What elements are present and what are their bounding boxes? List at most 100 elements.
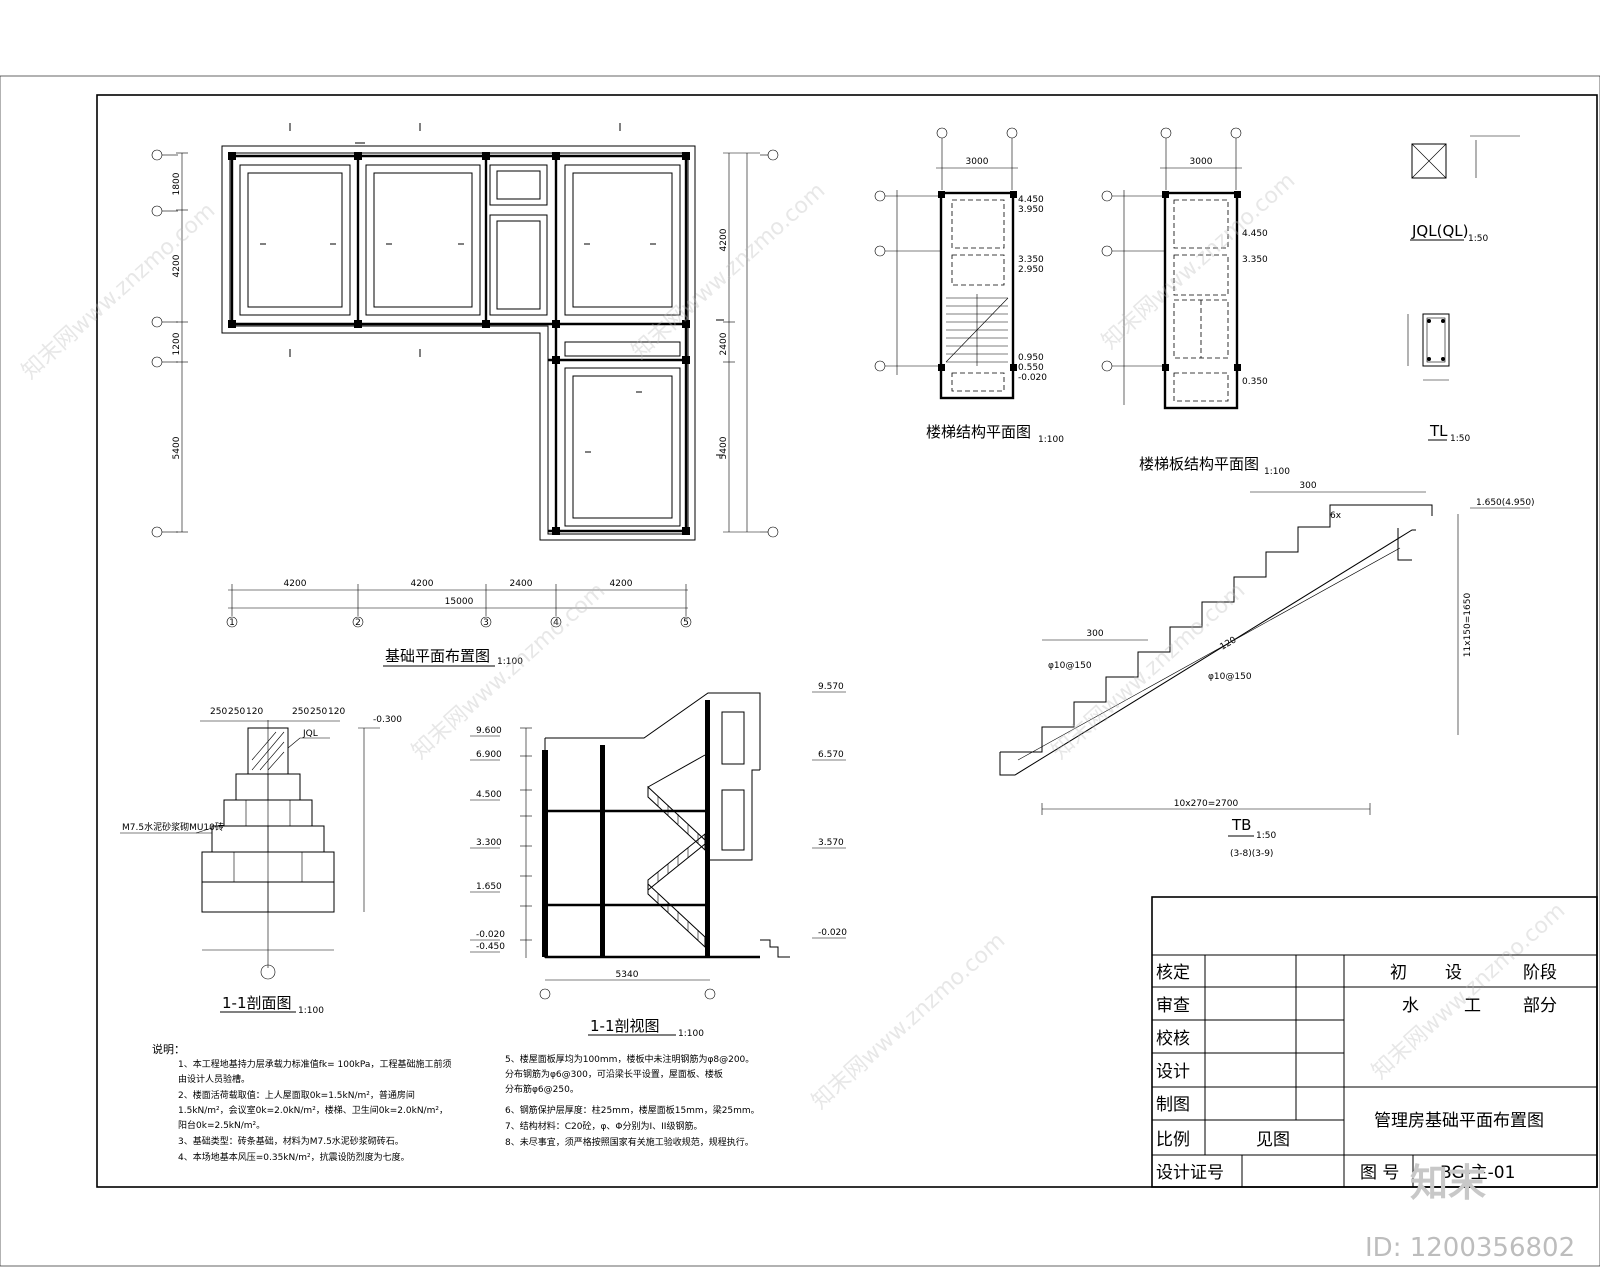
note-left-5: 阳台0k=2.5kN/m²。 bbox=[178, 1119, 265, 1131]
foundation-bottom-dim-3: 2400 bbox=[510, 579, 533, 589]
tb-mid-dim: 300 bbox=[1086, 629, 1103, 639]
tb-row-check: 校核 bbox=[1156, 1029, 1190, 1049]
section-level-left-3: 4.500 bbox=[476, 790, 502, 800]
tl-label: TL bbox=[1429, 422, 1448, 440]
tl-scale: 1:50 bbox=[1450, 434, 1470, 444]
foundation-bottom-dim-1: 4200 bbox=[284, 579, 307, 589]
stair-width-dim: 3000 bbox=[966, 157, 989, 167]
stair-level-1: 4.450 bbox=[1018, 195, 1044, 205]
foundation-left-dim-3: 1200 bbox=[172, 332, 182, 355]
outer-frame bbox=[0, 75, 1600, 1267]
note-left-1: 1、本工程地基持力层承载力标准值fk= 100kPa，工程基础施工前须 bbox=[178, 1058, 451, 1070]
footing-dim-5: 250 bbox=[310, 707, 327, 717]
jql-scale: 1:50 bbox=[1468, 234, 1488, 244]
tb-part-3: 部分 bbox=[1523, 996, 1557, 1016]
axis-5: 5 bbox=[683, 618, 689, 628]
section-title: 1-1剖视图 bbox=[590, 1017, 660, 1035]
footing-section-title: 1-1剖面图 bbox=[222, 994, 292, 1012]
footing-dim-4: 250 bbox=[292, 707, 309, 717]
section-level-left-1: 9.600 bbox=[476, 726, 502, 736]
foundation-right-dim-1: 4200 bbox=[719, 228, 729, 251]
tb-thickness: 120 bbox=[1219, 635, 1239, 652]
footing-section: 250 250 120 250 250 120 -0.300 JQL M7.5水… bbox=[120, 707, 402, 1016]
jql-label: JQL(QL) bbox=[1411, 222, 1468, 240]
section-width-dim: 5340 bbox=[616, 970, 639, 980]
note-left-6: 3、基础类型：砖条基础，材料为M7.5水泥砂浆砌砖石。 bbox=[178, 1135, 404, 1147]
tb-drawing-no: BG-主-01 bbox=[1440, 1163, 1515, 1183]
tb-stage-1: 初 bbox=[1390, 963, 1407, 983]
note-left-3: 2、楼面活荷载取值：上人屋面取0k=1.5kN/m²，普通房间 bbox=[178, 1089, 415, 1101]
general-notes: 说明： 1、本工程地基持力层承载力标准值fk= 100kPa，工程基础施工前须 … bbox=[152, 1042, 760, 1163]
tb-row-draft: 制图 bbox=[1156, 1095, 1190, 1115]
foundation-plan-title: 基础平面布置图 bbox=[385, 647, 490, 665]
tb-rebar-b: φ10@150 bbox=[1208, 672, 1252, 682]
axis-2: 2 bbox=[355, 618, 361, 628]
tb-height-dim: 11x150=1650 bbox=[1463, 593, 1473, 658]
foundation-right-dim-3: 5400 bbox=[719, 436, 729, 459]
tb-label: TB bbox=[1231, 816, 1251, 834]
section-level-left-5: 1.650 bbox=[476, 882, 502, 892]
note-right-5: 7、结构材料：C20砼，φ、Φ分别为I、II级钢筋。 bbox=[505, 1120, 702, 1132]
tb-row-review: 审查 bbox=[1156, 996, 1190, 1016]
foundation-bottom-dim-2: 4200 bbox=[411, 579, 434, 589]
tb-scale: 1:50 bbox=[1256, 831, 1276, 841]
section-scale: 1:100 bbox=[678, 1029, 704, 1039]
section-level-left-7: -0.450 bbox=[476, 942, 505, 952]
inner-frame bbox=[96, 94, 1598, 1188]
note-right-6: 8、未尽事宜，须严格按照国家有关施工验收规范，规程执行。 bbox=[505, 1136, 754, 1148]
tb-scale-value: 见图 bbox=[1256, 1130, 1290, 1150]
watermark-text-4: 知末网www.znzmo.com bbox=[407, 578, 610, 764]
note-left-7: 4、本场地基本风压=0.35kN/m²，抗震设防烈度为七度。 bbox=[178, 1151, 410, 1163]
footing-dim-3: 120 bbox=[246, 707, 263, 717]
foundation-left-dim-2: 4200 bbox=[172, 254, 182, 277]
watermark-logo: 知末 bbox=[1410, 1161, 1486, 1205]
foundation-total-dim: 15000 bbox=[445, 597, 474, 607]
notes-heading: 说明： bbox=[152, 1042, 185, 1056]
footing-dim-6: 120 bbox=[328, 707, 345, 717]
tb-note: (3-8)(3-9) bbox=[1230, 849, 1273, 859]
watermarks: 知末网www.znzmo.com 知末网www.znzmo.com 知末网www… bbox=[17, 168, 1570, 1114]
tb-part-2: 工 bbox=[1464, 996, 1481, 1016]
landing-slab-plan: 3000 4.450 3.350 0.350 楼梯板结构平面图 1:100 bbox=[1101, 127, 1290, 477]
tb-step-note: 6x bbox=[1330, 511, 1342, 521]
watermark-text-6: 知末网www.znzmo.com bbox=[807, 928, 1010, 1114]
tb-row-cert: 设计证号 bbox=[1156, 1163, 1224, 1183]
note-right-1: 5、楼屋面板厚均为100mm，楼板中未注明钢筋为φ8@200。 bbox=[505, 1053, 754, 1065]
note-right-2: 分布钢筋为φ6@300，可沿梁长平设置，屋面板、楼板 bbox=[505, 1068, 723, 1080]
section-level-right-2: 6.570 bbox=[818, 750, 844, 760]
tb-bottom-dim: 10x270=2700 bbox=[1174, 799, 1239, 809]
foundation-plan: 4200 4200 2400 4200 15000 1 2 3 4 5 1800… bbox=[151, 123, 779, 667]
landing-plan-scale: 1:100 bbox=[1264, 467, 1290, 477]
foundation-left-dim-4: 5400 bbox=[172, 436, 182, 459]
axis-1: 1 bbox=[229, 618, 235, 628]
note-right-3: 分布筋φ6@250。 bbox=[505, 1083, 579, 1095]
tb-stage-3: 阶段 bbox=[1523, 963, 1557, 983]
building-section: 9.600 6.900 4.500 3.300 1.650 -0.020 -0.… bbox=[470, 682, 847, 1039]
landing-width-dim: 3000 bbox=[1190, 157, 1213, 167]
watermark-id: ID: 1200356802 bbox=[1365, 1233, 1575, 1263]
footing-section-scale: 1:100 bbox=[298, 1006, 324, 1016]
watermark-text-1: 知末网www.znzmo.com bbox=[17, 198, 220, 384]
landing-level-1: 4.450 bbox=[1242, 229, 1268, 239]
note-left-2: 由设计人员验槽。 bbox=[178, 1073, 250, 1085]
foundation-right-dim-2: 2400 bbox=[719, 332, 729, 355]
stair-structure-plan: 3000 4.450 3.950 3.350 2.950 0.950 0.550… bbox=[874, 127, 1064, 445]
section-level-left-6: -0.020 bbox=[476, 930, 505, 940]
tb-part-1: 水 bbox=[1402, 996, 1419, 1016]
footing-dim-2: 250 bbox=[228, 707, 245, 717]
foundation-left-dim-1: 1800 bbox=[172, 172, 182, 195]
footing-top-level: -0.300 bbox=[373, 715, 402, 725]
stair-level-3: 3.350 bbox=[1018, 255, 1044, 265]
footing-material-label: M7.5水泥砂浆砌MU10砖 bbox=[122, 821, 224, 833]
tb-row-approve: 核定 bbox=[1156, 963, 1190, 983]
tb-row-design: 设计 bbox=[1156, 1062, 1190, 1082]
tb-drawing-no-label: 图 号 bbox=[1360, 1163, 1399, 1183]
stair-level-6: 0.550 bbox=[1018, 363, 1044, 373]
title-block: 核定 审查 校核 设计 制图 比例 设计证号 初 设 阶段 水 工 部分 见图 … bbox=[1151, 896, 1598, 1188]
section-level-left-4: 3.300 bbox=[476, 838, 502, 848]
footing-dim-1: 250 bbox=[210, 707, 227, 717]
tb-rebar-a: φ10@150 bbox=[1048, 661, 1092, 671]
landing-level-2: 3.350 bbox=[1242, 255, 1268, 265]
section-level-right-4: -0.020 bbox=[818, 928, 847, 938]
